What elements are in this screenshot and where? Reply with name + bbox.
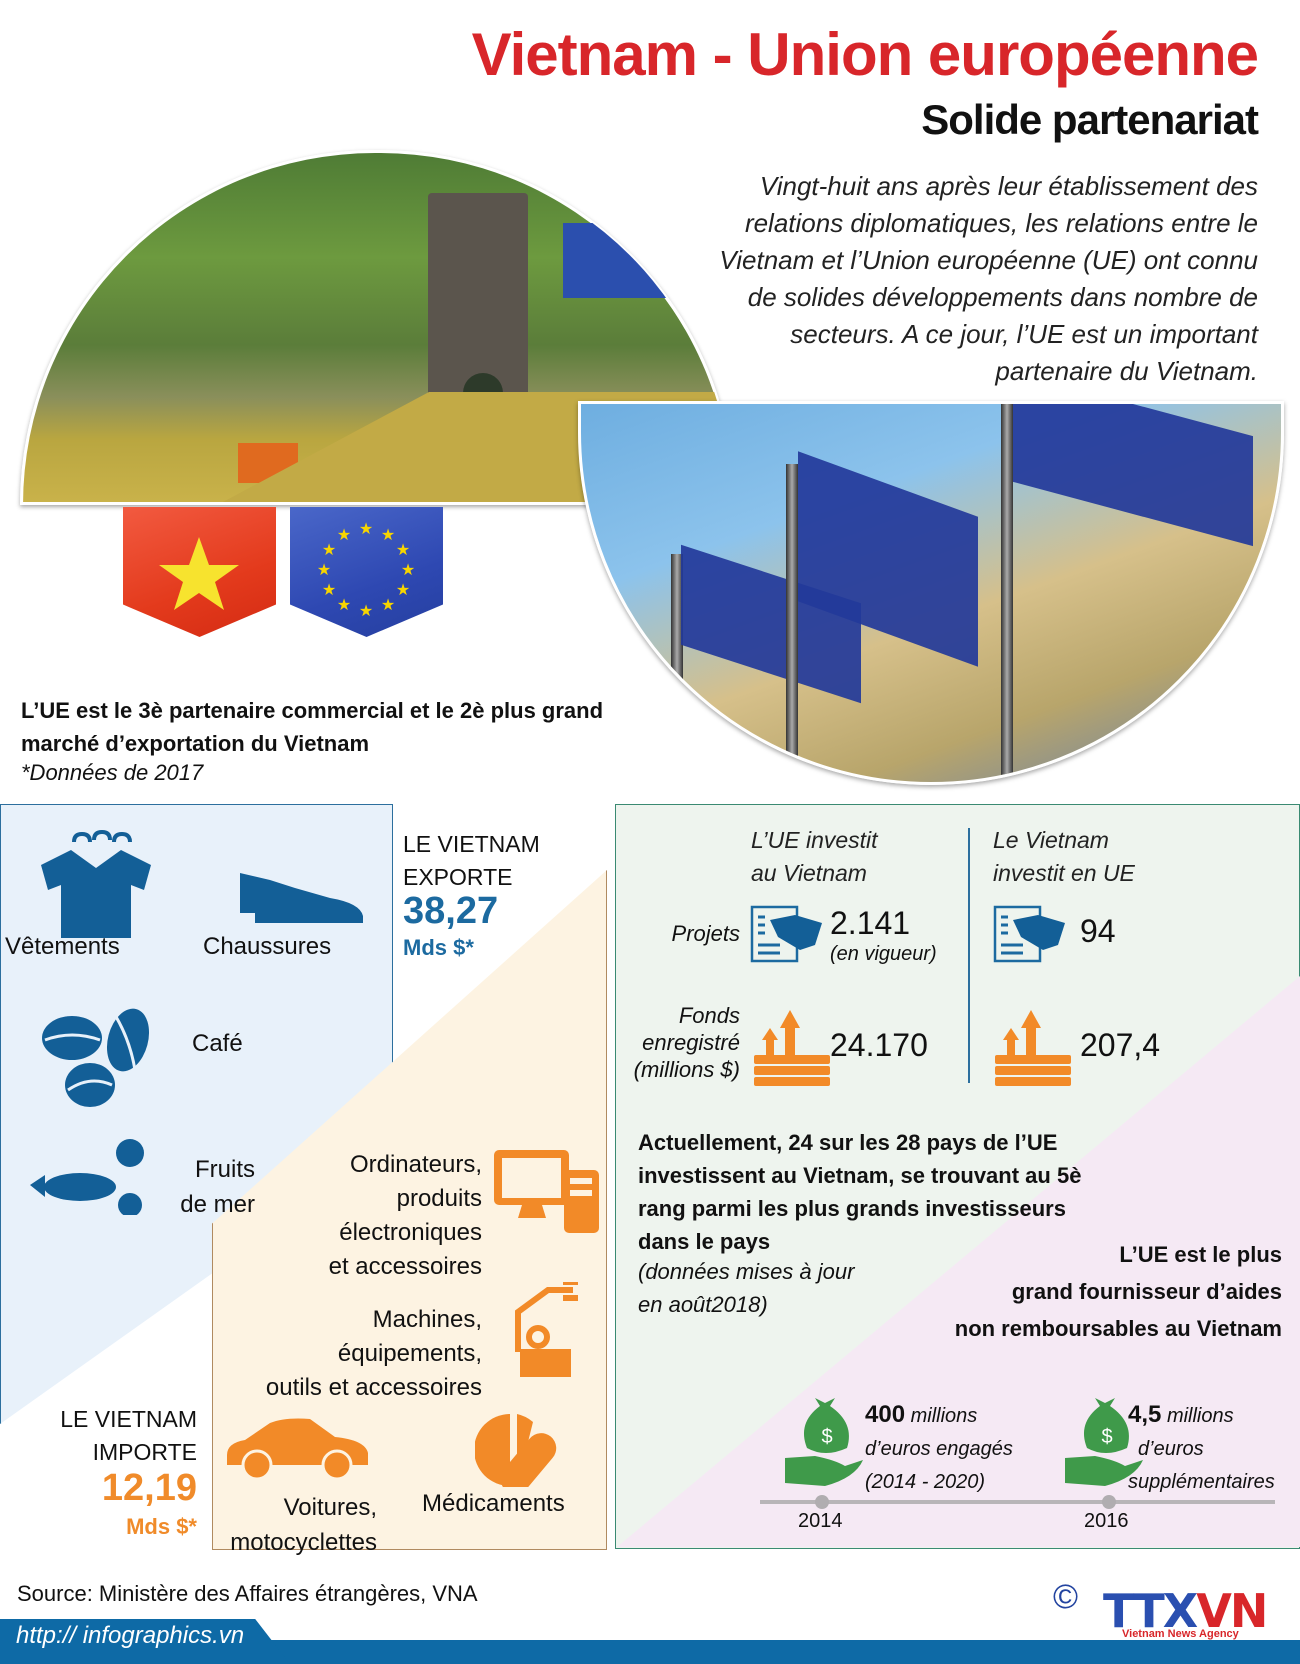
export-unit: Mds $*	[403, 935, 474, 960]
funds-label: Fonds enregistré (millions $)	[633, 1003, 740, 1082]
eu-flag-waving	[1013, 404, 1253, 547]
vn-projects-value: 94	[1080, 913, 1116, 949]
import-unit: Mds $*	[126, 1514, 197, 1539]
eu-flag-icon: ★★★★★★★★★★★★	[290, 507, 443, 637]
money-growth-icon	[993, 1000, 1073, 1093]
column-divider	[968, 828, 970, 1083]
page-subtitle: Solide partenariat	[921, 96, 1259, 143]
money-bag-hand-icon: $	[1065, 1398, 1145, 1493]
svg-text:★: ★	[337, 597, 351, 614]
flag-pole	[1001, 404, 1013, 782]
logo-subtitle: Vietnam News Agency	[1122, 1628, 1239, 1640]
timeline-year: 2016	[1084, 1510, 1129, 1532]
money-growth-icon	[752, 1000, 832, 1093]
vn-funds-value: 207,4	[1080, 1027, 1161, 1063]
svg-text:★: ★	[396, 582, 410, 599]
export-item-label: Vêtements	[5, 933, 120, 960]
pill-icon	[474, 1412, 585, 1494]
shoe-icon	[235, 868, 365, 933]
page-title: Vietnam - Union européenne	[471, 21, 1259, 88]
timeline-year: 2014	[798, 1510, 843, 1532]
shirt-icon	[36, 829, 156, 945]
data-year-note: *Données de 2017	[21, 760, 204, 785]
import-item-label: Médicaments	[422, 1490, 565, 1517]
vietnam-flag-icon	[123, 507, 276, 637]
computer-icon	[494, 1148, 599, 1238]
import-heading: LE VIETNAM IMPORTE	[60, 1406, 197, 1465]
timeline-dot-2016	[1102, 1495, 1116, 1509]
export-value: 38,27	[403, 890, 499, 932]
copyright-icon: ©	[1053, 1578, 1079, 1616]
svg-text:★: ★	[396, 542, 410, 559]
aid-2014-text: 400 millions d’euros engagés (2014 - 202…	[865, 1401, 1013, 1493]
svg-text:★: ★	[322, 542, 336, 559]
handshake-contract-icon	[993, 905, 1068, 968]
blue-sign	[563, 223, 703, 298]
svg-text:★: ★	[317, 562, 331, 579]
aid-timeline	[760, 1500, 1275, 1504]
svg-text:$: $	[821, 1426, 832, 1448]
svg-text:★: ★	[337, 527, 351, 544]
projects-label: Projets	[671, 921, 740, 946]
export-item-label: Café	[192, 1030, 243, 1057]
ttxvn-logo: TTXVN	[1103, 1584, 1268, 1638]
svg-text:★: ★	[359, 603, 373, 620]
import-value: 12,19	[101, 1467, 197, 1509]
svg-text:★: ★	[401, 562, 415, 579]
export-heading: LE VIETNAM EXPORTE	[403, 831, 540, 890]
aid-2016-text: 4,5 millions d’euros supplémentaires	[1128, 1401, 1275, 1493]
data-update-note: (données mises à jour en août2018)	[638, 1259, 855, 1317]
svg-text:★: ★	[322, 582, 336, 599]
handshake-contract-icon	[750, 905, 825, 968]
trade-heading: L’UE est le 3è partenaire commercial et …	[21, 698, 604, 756]
money-bag-hand-icon: $	[785, 1398, 865, 1493]
eu-funds-value: 24.170	[830, 1027, 928, 1063]
car-icon	[225, 1415, 370, 1485]
source-text: Source: Ministère des Affaires étrangère…	[17, 1581, 478, 1606]
svg-text:★: ★	[381, 527, 395, 544]
import-item-label: Ordinateurs, produits électroniques et a…	[328, 1151, 482, 1280]
import-item-label: Machines, équipements, outils et accesso…	[265, 1306, 482, 1401]
eu-projects-note: (en vigueur)	[830, 943, 937, 965]
footer-url-tab	[0, 1619, 290, 1664]
export-item-label: Fruits de mer	[180, 1156, 255, 1218]
svg-text:$: $	[1101, 1426, 1112, 1448]
eu-projects-value: 2.141	[830, 905, 911, 941]
eu-building-flags-photo	[578, 401, 1284, 785]
svg-text:★: ★	[381, 597, 395, 614]
import-item-label: Voitures, motocyclettes	[230, 1494, 377, 1556]
flag-pole	[671, 554, 683, 782]
svg-text:★: ★	[359, 521, 373, 538]
vn-invests-title: Le Vietnam investit en UE	[993, 827, 1135, 886]
export-item-label: Chaussures	[203, 933, 332, 960]
investor-ranking-text: Actuellement, 24 sur les 28 pays de l’UE…	[638, 1130, 1082, 1254]
coffee-bean-icon	[40, 1000, 160, 1115]
intro-text: Vingt-huit ans après leur établissement …	[719, 171, 1258, 386]
website-link[interactable]: http:// infographics.vn	[16, 1622, 245, 1649]
aid-heading: L’UE est le plus grand fournisseur d’aid…	[954, 1242, 1282, 1341]
flag-pole	[786, 464, 798, 782]
lobster-icon	[30, 1135, 150, 1220]
robot-arm-icon	[508, 1279, 583, 1382]
timeline-dot-2014	[815, 1495, 829, 1509]
eu-invests-title: L’UE investit au Vietnam	[751, 827, 878, 886]
